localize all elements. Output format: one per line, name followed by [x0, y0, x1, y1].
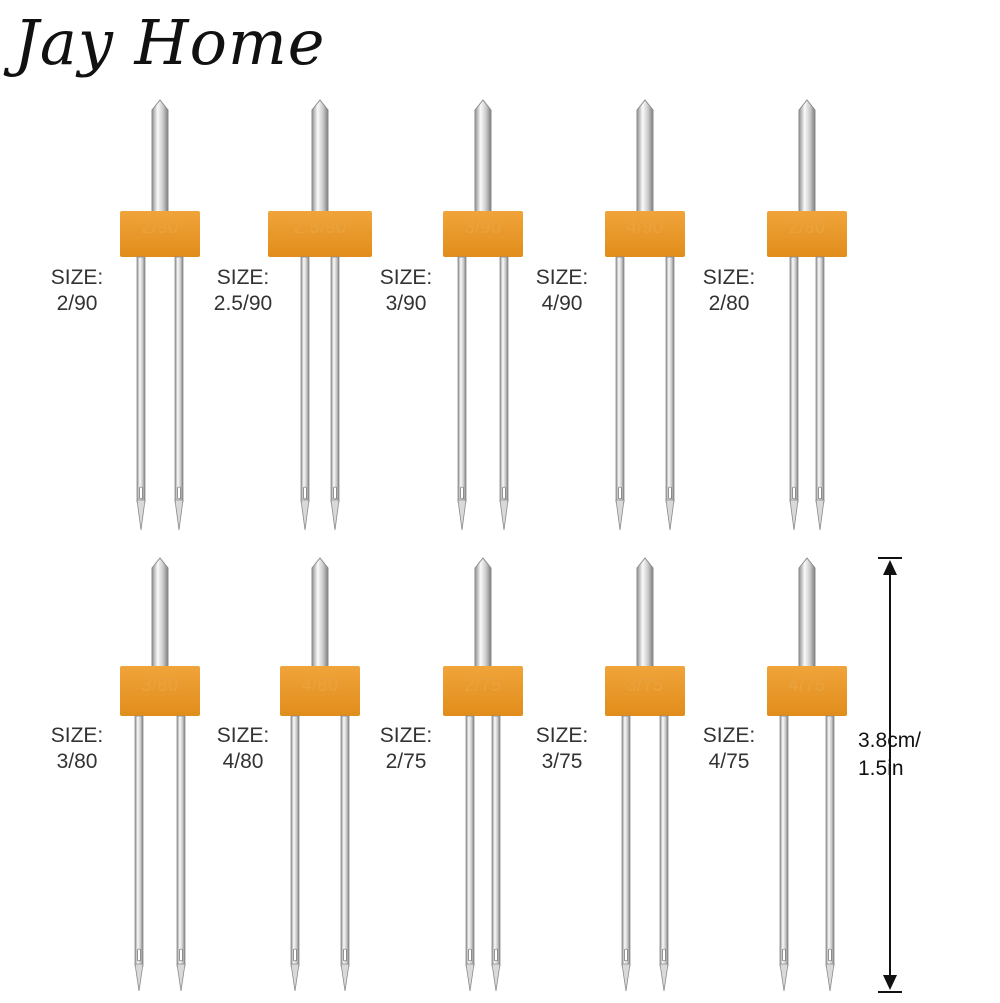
size-label: SIZE: 3/80 — [42, 723, 112, 775]
needle-block-label: 2/80 — [788, 217, 826, 237]
twin-needle-image — [605, 99, 685, 531]
size-label: SIZE: 4/80 — [208, 723, 278, 775]
size-title: SIZE: — [50, 266, 104, 289]
size-value: 2/75 — [385, 750, 427, 773]
needle-block-label: 2/75 — [464, 675, 502, 695]
size-label: SIZE: 3/75 — [527, 723, 597, 775]
size-value: 3/75 — [541, 750, 583, 773]
size-value: 4/80 — [222, 750, 264, 773]
needle-2-75: 2/75 — [403, 553, 563, 1003]
twin-needle-image — [120, 557, 200, 992]
size-value: 3/90 — [385, 292, 427, 315]
needle-block-label: 4/90 — [626, 217, 664, 237]
needle-3-75: 3/75 — [565, 553, 725, 1003]
needle-3-80: 3/80 — [80, 553, 240, 1003]
size-value: 4/75 — [708, 750, 750, 773]
size-value: 3/80 — [56, 750, 98, 773]
needle-4-80: 4/80 — [240, 553, 400, 1003]
needle-3-90: 3/90 — [403, 95, 563, 545]
size-label: SIZE: 3/90 — [371, 265, 441, 317]
twin-needle-image — [767, 99, 847, 531]
size-label: SIZE: 2.5/90 — [208, 265, 278, 317]
needle-block-label: 4/80 — [301, 675, 339, 695]
size-title: SIZE: — [216, 724, 270, 747]
needle-2-5-90: 2.5/90 — [240, 95, 400, 545]
size-title: SIZE: — [702, 266, 756, 289]
needle-2-80: 2/80 — [727, 95, 887, 545]
brand-logo: Jay Home — [14, 6, 326, 79]
size-label: SIZE: 4/75 — [694, 723, 764, 775]
needle-4-75: 4/75 — [727, 553, 887, 1003]
size-title: SIZE: — [535, 266, 589, 289]
twin-needle-image — [605, 557, 685, 992]
needle-block-label: 2.5/90 — [293, 217, 347, 237]
needle-block-label: 3/75 — [626, 675, 664, 695]
size-label: SIZE: 2/90 — [42, 265, 112, 317]
size-value: 2.5/90 — [213, 292, 273, 315]
size-value: 2/80 — [708, 292, 750, 315]
twin-needle-image — [443, 99, 523, 531]
twin-needle-image — [120, 99, 200, 531]
twin-needle-image — [280, 557, 360, 992]
size-title: SIZE: — [535, 724, 589, 747]
needle-block-label: 4/75 — [788, 675, 826, 695]
needle-block-label: 2/90 — [141, 217, 179, 237]
twin-needle-image — [443, 557, 523, 992]
length-label: 3.8cm/ 1.5in — [858, 727, 921, 783]
size-label: SIZE: 4/90 — [527, 265, 597, 317]
size-label: SIZE: 2/75 — [371, 723, 441, 775]
twin-needle-image — [767, 557, 847, 992]
needle-4-90: 4/90 — [565, 95, 725, 545]
needle-block-label: 3/80 — [141, 675, 179, 695]
length-in: 1.5in — [858, 757, 904, 780]
size-title: SIZE: — [216, 266, 270, 289]
needle-2-90: 2/90 — [80, 95, 240, 545]
size-title: SIZE: — [379, 266, 433, 289]
size-title: SIZE: — [702, 724, 756, 747]
length-measure-arrow — [878, 557, 902, 993]
length-cm: 3.8cm/ — [858, 729, 922, 752]
needle-block-label: 3/90 — [464, 217, 502, 237]
size-value: 2/90 — [56, 292, 98, 315]
size-title: SIZE: — [50, 724, 104, 747]
twin-needle-image — [268, 99, 372, 531]
size-title: SIZE: — [379, 724, 433, 747]
size-value: 4/90 — [541, 292, 583, 315]
size-label: SIZE: 2/80 — [694, 265, 764, 317]
